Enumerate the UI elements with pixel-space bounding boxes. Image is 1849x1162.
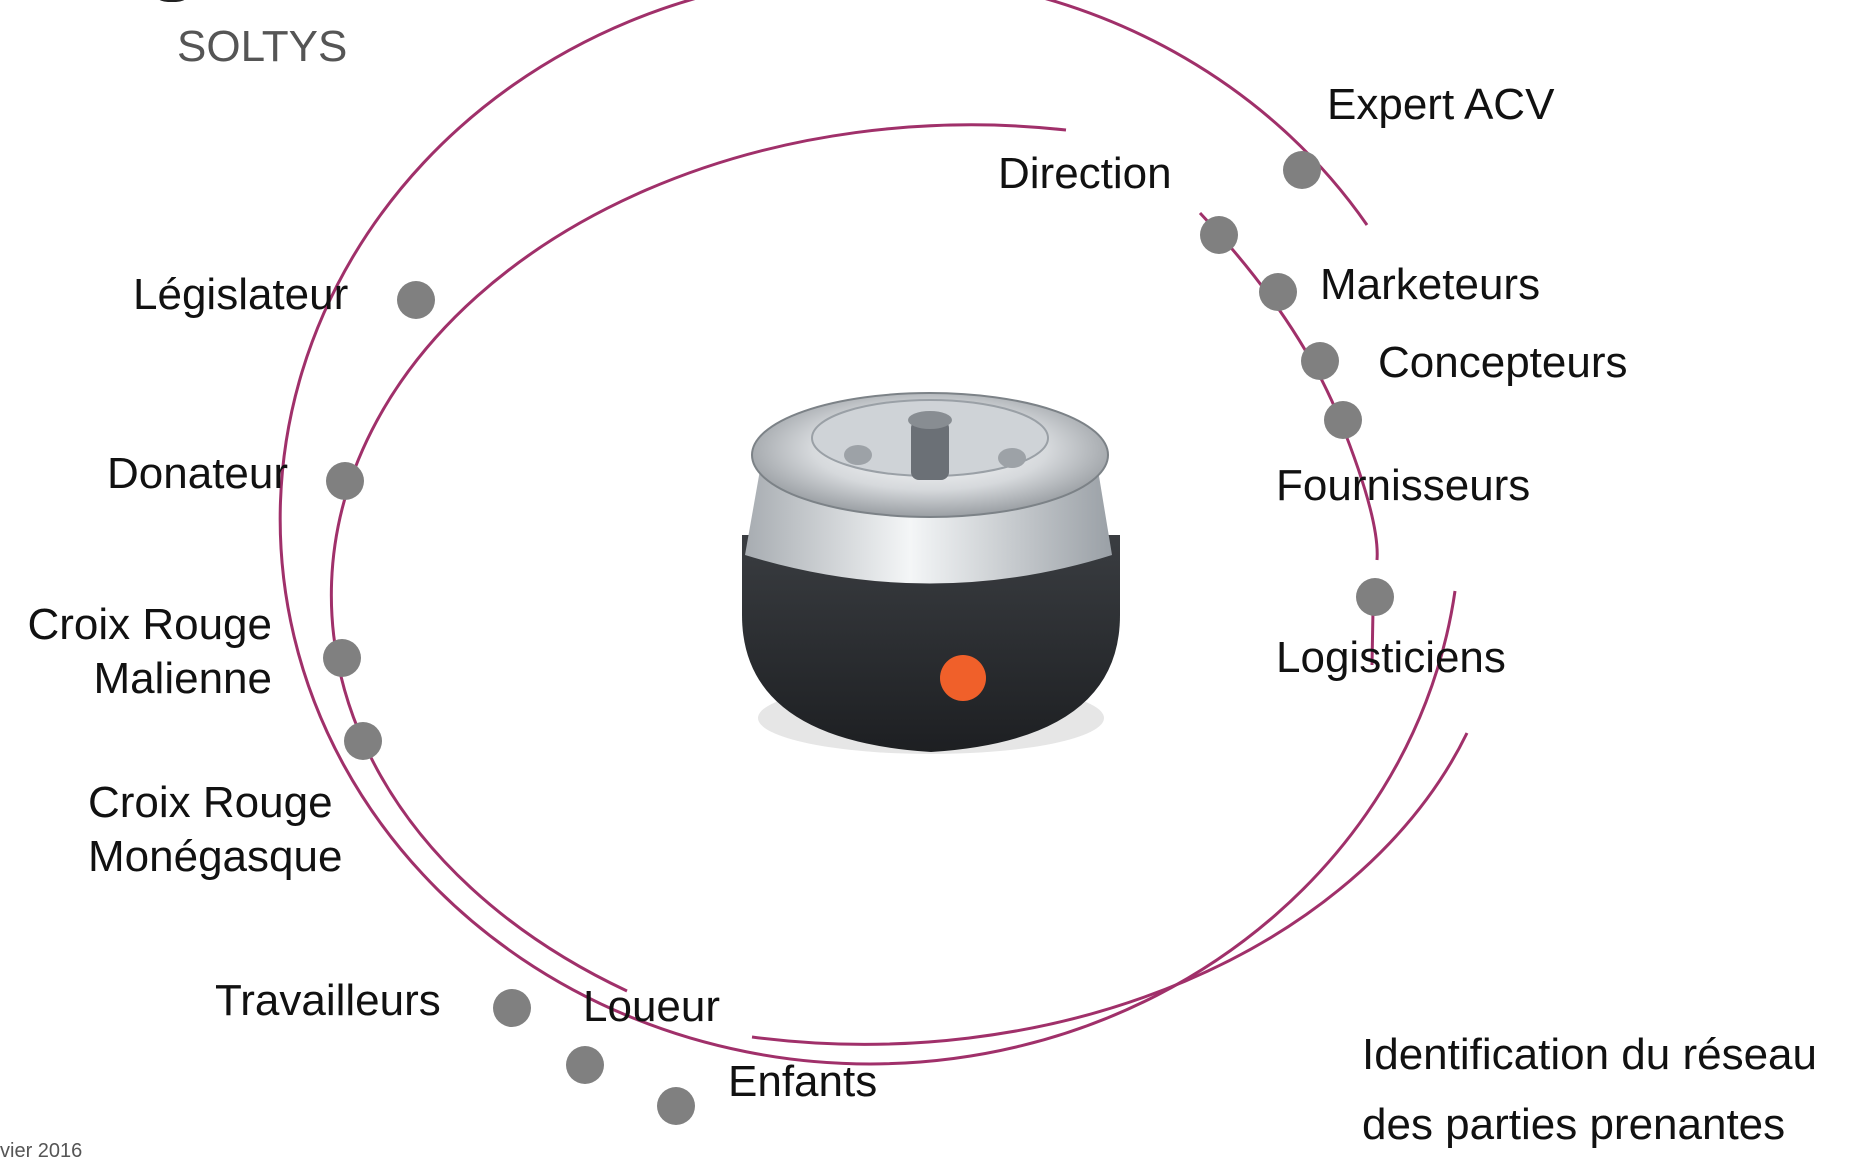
label-croix-rouge-monegasque-line2: Monégasque: [88, 832, 343, 881]
label-marketeurs: Marketeurs: [1320, 260, 1541, 309]
inner-ring-right-lower: [1370, 609, 1375, 666]
caption-line2: des parties prenantes: [1362, 1100, 1786, 1149]
node-travailleurs: [493, 989, 531, 1027]
caption: Identification du réseau des parties pre…: [1362, 1020, 1817, 1160]
cropped-title-fragment: [150, 0, 194, 2]
inner-ring-left: [329, 123, 1067, 993]
beacon-lamp-image: [742, 392, 1120, 754]
caption-line1: Identification du réseau: [1362, 1030, 1817, 1079]
label-fournisseurs: Fournisseurs: [1276, 461, 1531, 510]
label-expert-acv: Expert ACV: [1327, 80, 1555, 129]
label-direction: Direction: [998, 149, 1172, 198]
label-donateur: Donateur: [107, 449, 289, 498]
footer-date: vier 2016: [0, 1140, 83, 1162]
node-marketeurs: [1259, 273, 1297, 311]
node-logisticiens: [1356, 578, 1394, 616]
label-loueur: Loueur: [583, 982, 721, 1031]
label-logisticiens: Logisticiens: [1276, 633, 1506, 682]
label-legislateur: Législateur: [133, 270, 349, 319]
node-enfants: [657, 1087, 695, 1125]
node-expert-acv: [1283, 151, 1321, 189]
node-croix-rouge-monegasque: [344, 722, 382, 760]
node-loueur: [566, 1046, 604, 1084]
inner-ring-bottom: [751, 732, 1469, 1046]
node-direction: [1200, 216, 1238, 254]
label-concepteurs: Concepteurs: [1378, 338, 1628, 387]
label-croix-rouge-malienne: Croix Rouge Malienne: [0, 598, 272, 706]
label-croix-rouge-malienne-line1: Croix Rouge: [27, 600, 272, 649]
label-enfants: Enfants: [728, 1057, 878, 1106]
node-concepteurs: [1301, 342, 1339, 380]
label-croix-rouge-monegasque: Croix Rouge Monégasque: [88, 776, 342, 884]
node-fournisseurs: [1324, 401, 1362, 439]
node-legislateur: [397, 281, 435, 319]
subtitle: SOLTYS: [177, 22, 348, 71]
label-croix-rouge-malienne-line2: Malienne: [93, 654, 272, 703]
node-donateur: [326, 462, 364, 500]
label-croix-rouge-monegasque-line1: Croix Rouge: [88, 778, 333, 827]
node-croix-rouge-malienne: [323, 639, 361, 677]
label-travailleurs: Travailleurs: [215, 976, 441, 1025]
